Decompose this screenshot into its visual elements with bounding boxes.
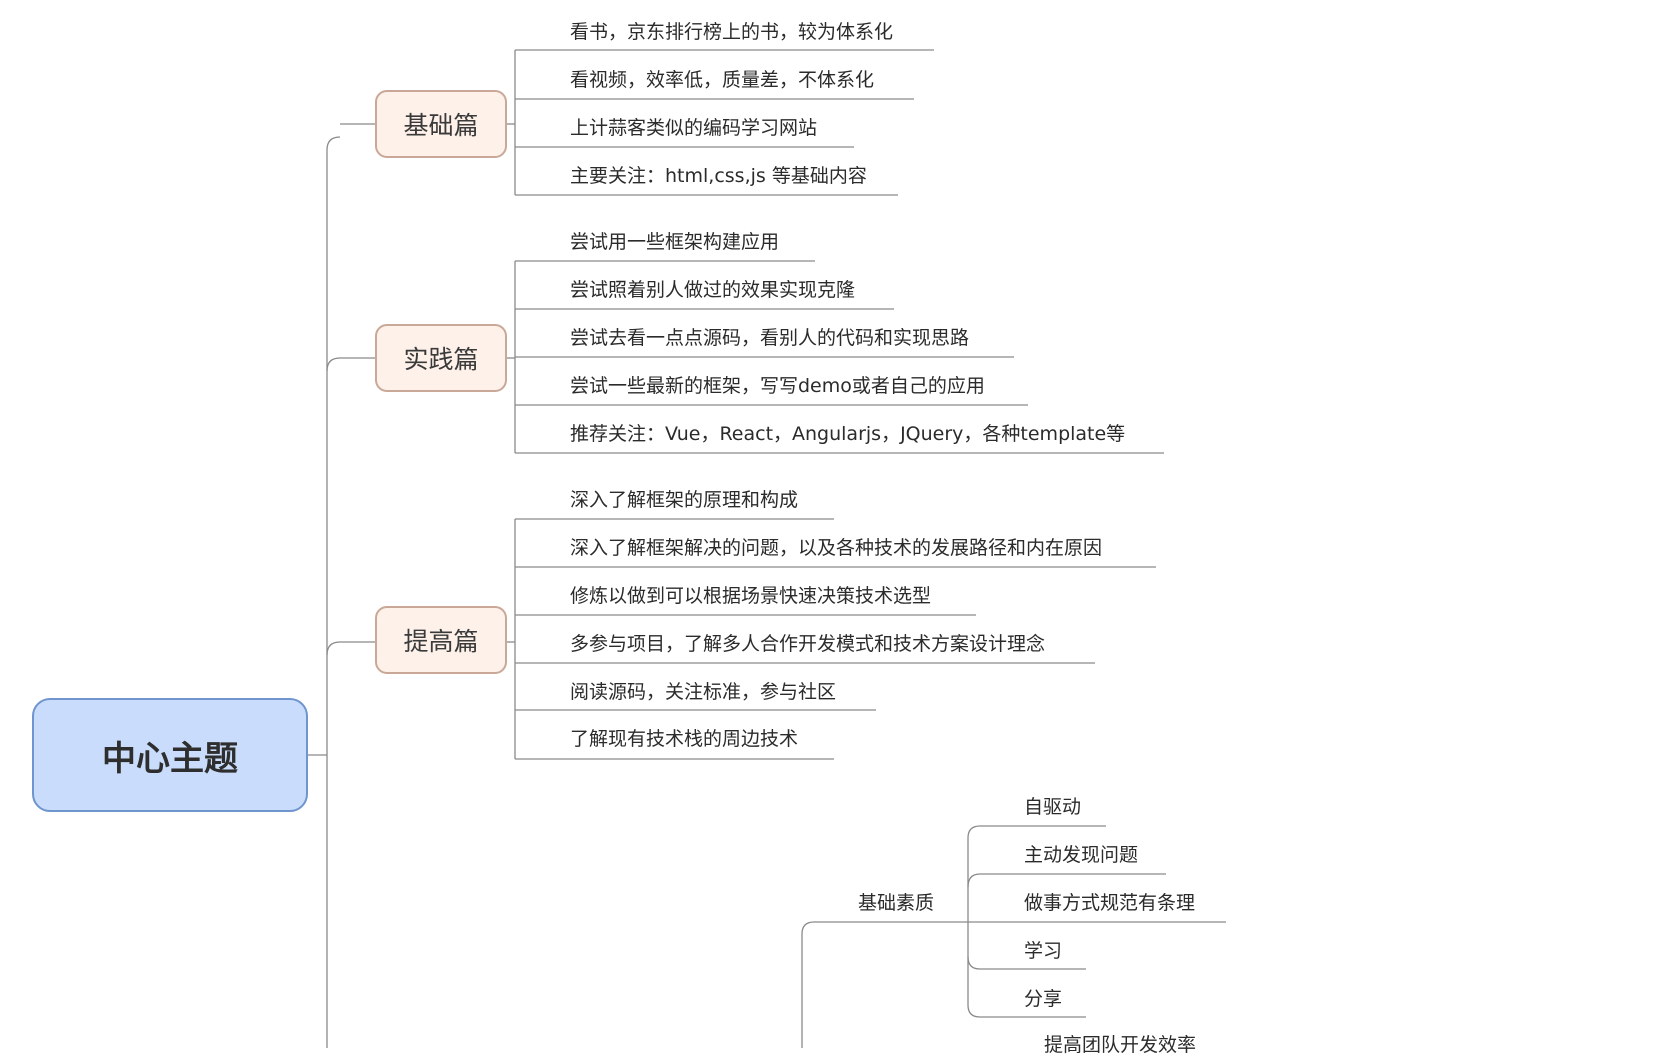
leaf-topic[interactable]: 尝试照着别人做过的效果实现克隆 [570,279,856,301]
leaf-topic[interactable]: 分享 [1024,988,1063,1010]
leaf-topic[interactable]: 尝试一些最新的框架，写写demo或者自己的应用 [570,375,985,397]
leaf-topic[interactable]: 做事方式规范有条理 [1024,892,1196,914]
leaf-topic[interactable]: 看书，京东排行榜上的书，较为体系化 [570,21,894,43]
leaf-topic[interactable]: 多参与项目，了解多人合作开发模式和技术方案设计理念 [570,633,1046,655]
sub-leaf-curve [967,825,981,922]
leaf-topic[interactable]: 学习 [1024,940,1063,962]
leaf-topic[interactable]: 主动发现问题 [1024,844,1139,866]
trunk-line [326,136,341,1048]
leaf-topic[interactable]: 了解现有技术栈的周边技术 [570,728,799,750]
leaf-topic[interactable]: 修炼以做到可以根据场景快速决策技术选型 [570,585,932,607]
leaf-topic[interactable]: 阅读源码，关注标准，参与社区 [570,681,837,703]
leaf-topic[interactable]: 推荐关注：Vue，React，Angularjs，JQuery，各种templa… [570,423,1126,445]
branch-advanced[interactable]: 提高篇 [375,606,507,674]
branch-curve [326,641,341,656]
central-topic[interactable]: 中心主题 [32,698,308,812]
sub-leaf-curve [967,956,981,970]
leaf-topic[interactable]: 尝试用一些框架构建应用 [570,231,780,253]
leaf-topic[interactable]: 自驱动 [1024,796,1082,818]
leaf-topic[interactable]: 上计蒜客类似的编码学习网站 [570,117,818,139]
sub-leaf-curve [967,873,981,888]
leaf-topic-partial[interactable]: 提高团队开发效率 [1044,1034,1197,1056]
leaf-topic[interactable]: 深入了解框架的原理和构成 [570,489,799,511]
sub-branch-line [801,921,968,1048]
leaf-topic[interactable]: 主要关注：html,css,js 等基础内容 [570,165,867,187]
leaf-topic[interactable]: 尝试去看一点点源码，看别人的代码和实现思路 [570,327,970,349]
branch-basics[interactable]: 基础篇 [375,90,507,158]
subtopic-basic-qualities[interactable]: 基础素质 [858,892,935,914]
branch-practice[interactable]: 实践篇 [375,324,507,392]
leaf-topic[interactable]: 深入了解框架解决的问题，以及各种技术的发展路径和内在原因 [570,537,1103,559]
branch-curve [326,357,341,372]
leaf-topic[interactable]: 看视频，效率低，质量差，不体系化 [570,69,875,91]
sub-leaf-curve [967,922,981,1018]
